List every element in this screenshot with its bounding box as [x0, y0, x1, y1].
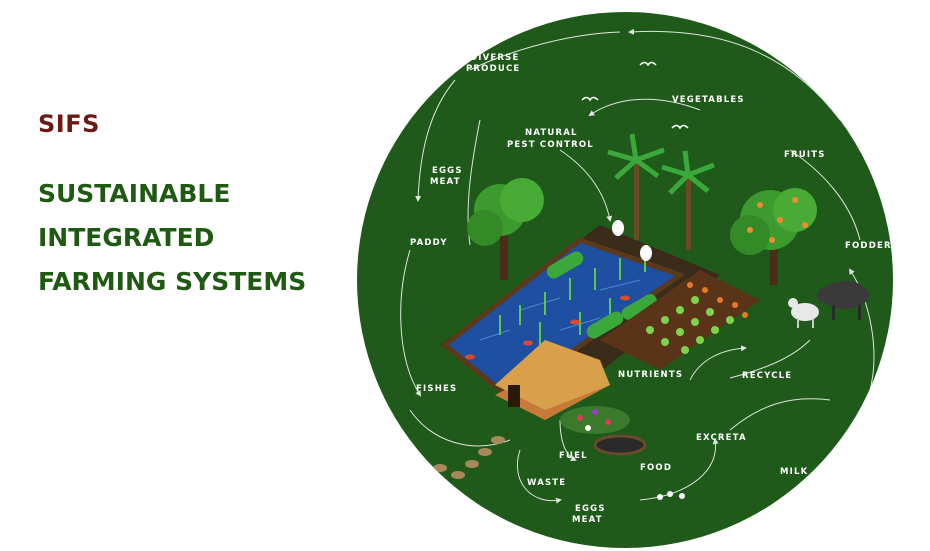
pond-ripples — [479, 279, 641, 341]
label-vegetables: VEGETABLES — [672, 95, 745, 105]
label-food: FOOD — [640, 463, 672, 473]
label-fuel: FUEL — [559, 451, 588, 461]
label-eggs-meat-top-1: EGGS — [432, 166, 463, 176]
label-excreta: EXCRETA — [696, 433, 747, 443]
palm-trees — [607, 133, 715, 250]
label-eggs-meat-bottom-1: EGGS — [575, 504, 606, 514]
vegetable-plants — [646, 296, 734, 354]
tree-left — [467, 178, 544, 280]
abbreviation-heading: SIFS — [38, 110, 100, 138]
chickens — [657, 491, 685, 500]
fish-group — [465, 295, 630, 360]
hedge — [621, 294, 657, 320]
label-eggs-meat-top-2: MEAT — [430, 177, 461, 187]
ducks — [612, 220, 652, 261]
full-title: SUSTAINABLE INTEGRATED FARMING SYSTEMS — [38, 172, 306, 304]
hedge — [546, 251, 584, 279]
flow-arrows — [400, 28, 875, 504]
title-line-1: SUSTAINABLE — [38, 179, 231, 208]
label-paddy: PADDY — [410, 238, 448, 248]
flower-bed — [560, 406, 630, 434]
vegetable-bed — [600, 270, 760, 370]
label-diverse-produce-2: PRODUCE — [466, 64, 520, 74]
title-line-2: INTEGRATED — [38, 223, 215, 252]
stepping-stones — [433, 436, 505, 479]
label-natural-pest-1: NATURAL — [525, 128, 578, 138]
label-waste: WASTE — [527, 478, 566, 488]
title-block: SIFS SUSTAINABLE INTEGRATED FARMING SYST… — [38, 110, 306, 304]
label-fishes: FISHES — [416, 384, 457, 394]
label-nutrients: NUTRIENTS — [618, 370, 683, 380]
hut-roof — [495, 340, 610, 410]
label-eggs-meat-bottom-2: MEAT — [572, 515, 603, 525]
well — [593, 434, 647, 456]
vegetable-flowers — [687, 282, 748, 318]
label-diverse-produce-1: DIVERSE — [470, 53, 519, 63]
hut-door — [508, 385, 520, 407]
label-natural-pest-2: PEST CONTROL — [507, 140, 594, 150]
label-fruits: FRUITS — [784, 150, 826, 160]
cow — [817, 281, 869, 320]
birds — [581, 61, 689, 130]
label-milk: MILK — [780, 467, 808, 477]
goat — [788, 298, 819, 328]
fruit-tree — [730, 188, 817, 285]
hedge — [586, 311, 624, 339]
title-line-3: FARMING SYSTEMS — [38, 267, 307, 296]
diagram-labels: DIVERSE PRODUCE VEGETABLES NATURAL PEST … — [410, 53, 892, 525]
label-fodder: FODDER — [845, 241, 892, 251]
label-recycle: RECYCLE — [742, 371, 792, 381]
